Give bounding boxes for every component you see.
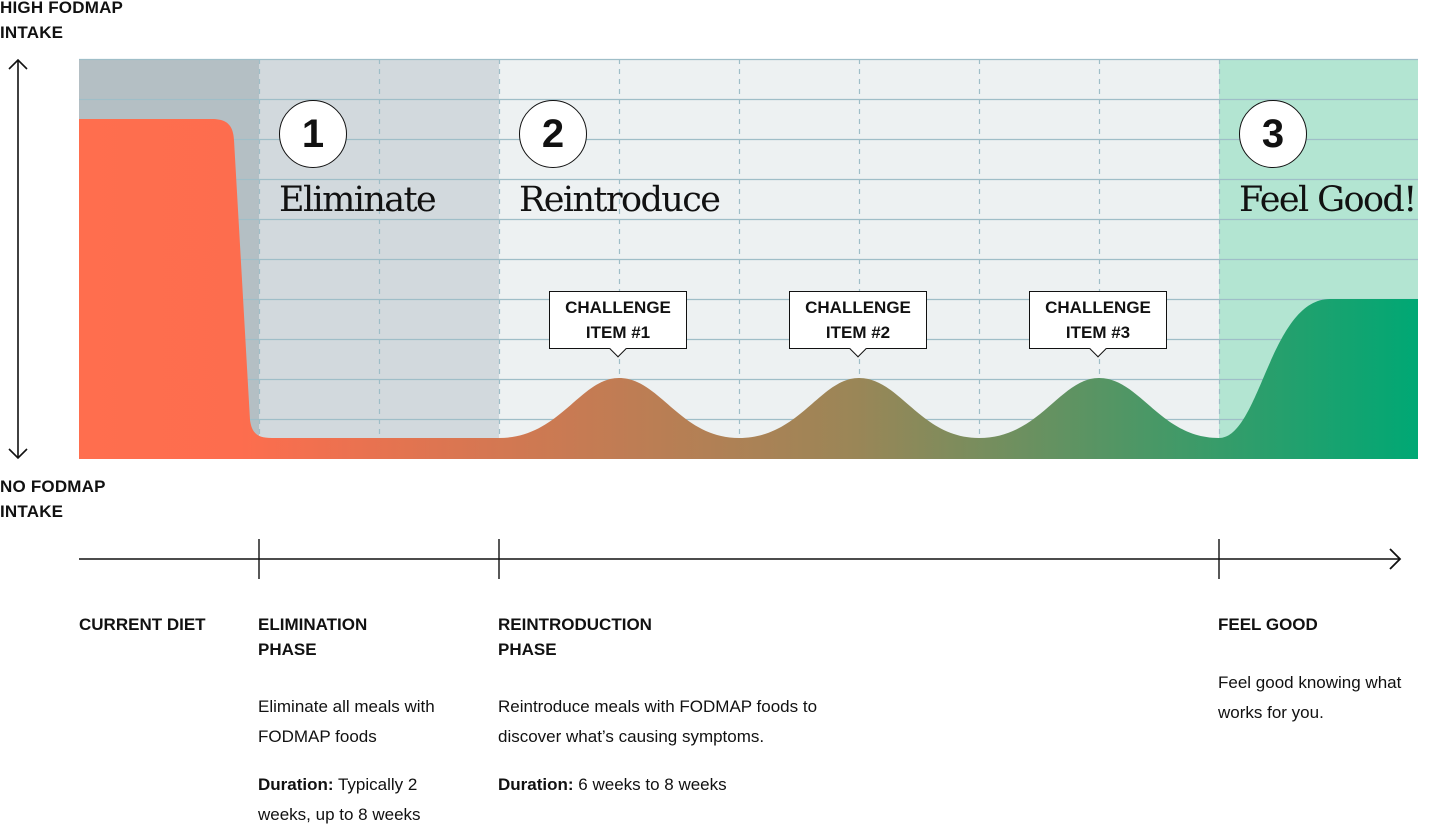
timeline-heading-feel-good: FEEL GOOD	[1218, 615, 1318, 634]
axis-label-high: HIGH FODMAP INTAKE	[0, 0, 124, 42]
phase-number-2: 2	[519, 100, 587, 168]
axis-label-low: NO FODMAP INTAKE	[0, 477, 106, 521]
duration-value: Typically 2 weeks, up to 8 weeks	[258, 775, 421, 824]
phase-title-eliminate: Eliminate	[279, 180, 437, 220]
duration-label: Duration:	[498, 775, 574, 794]
challenge-callout-2: CHALLENGE ITEM #2	[789, 291, 927, 349]
fodmap-intake-curve	[79, 119, 1418, 459]
arrow-right-icon	[1389, 548, 1402, 570]
challenge-callout-1: CHALLENGE ITEM #1	[549, 291, 687, 349]
timeline-heading-current-diet: CURRENT DIET	[79, 615, 206, 634]
phase-title-reintroduce: Reintroduce	[519, 180, 721, 220]
reintroduction-duration: Duration: 6 weeks to 8 weeks	[498, 770, 838, 800]
phase-title-feel-good: Feel Good!	[1239, 180, 1417, 220]
challenge-callout-3: CHALLENGE ITEM #3	[1029, 291, 1167, 349]
elimination-description: Eliminate all meals with FODMAP foods	[258, 697, 435, 746]
reintroduction-description: Reintroduce meals with FODMAP foods to d…	[498, 697, 818, 746]
timeline-axis	[79, 539, 1402, 579]
duration-label: Duration:	[258, 775, 334, 794]
phase-number-3: 3	[1239, 100, 1307, 168]
phase-number-1: 1	[279, 100, 347, 168]
timeline-heading-reintroduction: REINTRODUCTION PHASE	[498, 615, 652, 659]
timeline-heading-elimination: ELIMINATION PHASE	[258, 615, 368, 659]
arrow-up-icon	[8, 58, 28, 70]
arrow-down-icon	[8, 448, 28, 460]
elimination-duration: Duration: Typically 2 weeks, up to 8 wee…	[258, 770, 458, 830]
duration-value: 6 weeks to 8 weeks	[578, 775, 727, 794]
feel-good-description: Feel good knowing what works for you.	[1218, 673, 1402, 722]
vertical-axis	[8, 58, 28, 460]
